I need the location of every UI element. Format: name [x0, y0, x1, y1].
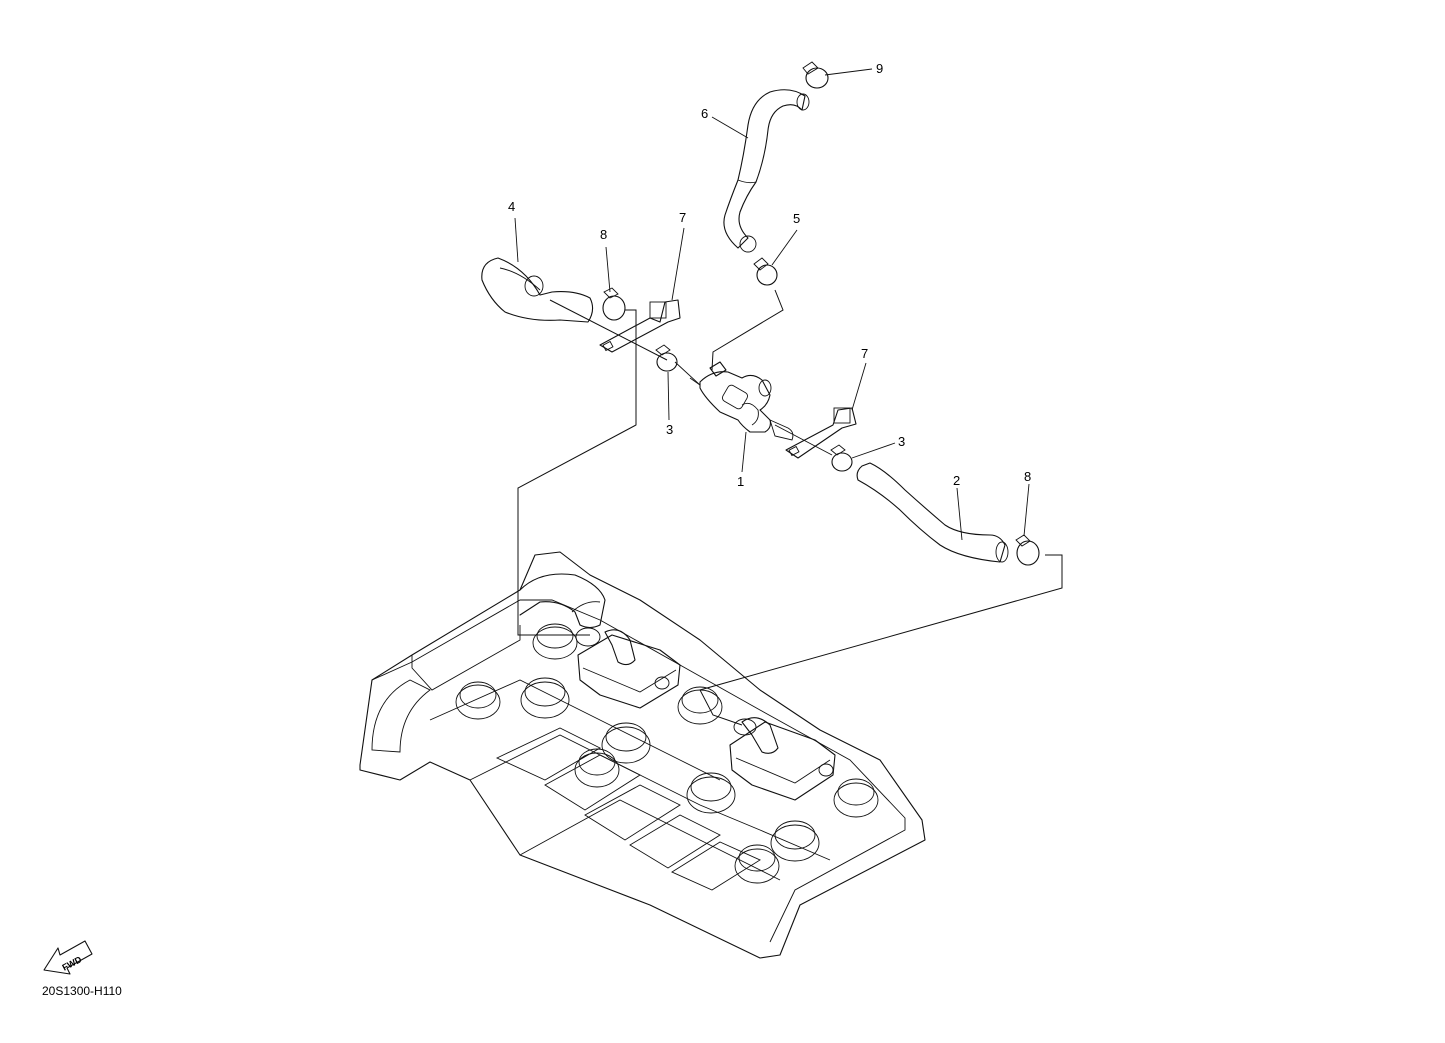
hose-6 — [723, 89, 810, 253]
callout-3-right: 3 — [898, 434, 905, 449]
fwd-arrow-icon: FWD — [43, 940, 93, 975]
hose-2 — [856, 462, 1009, 563]
callout-4: 4 — [508, 199, 515, 214]
callout-6: 6 — [701, 106, 708, 121]
connection-lines — [517, 289, 1063, 726]
valve-pipe-left — [674, 361, 701, 386]
cylinder-head-cover — [359, 551, 926, 959]
callout-7-left: 7 — [679, 210, 686, 225]
clamp-8-right — [1015, 534, 1040, 566]
drawing-code: 20S1300-H110 — [42, 984, 122, 998]
clamp-3-right — [830, 444, 853, 472]
callout-2: 2 — [953, 473, 960, 488]
clamp-3-left — [655, 344, 678, 372]
clamp-5 — [753, 257, 778, 286]
bracket-7-left — [599, 299, 681, 353]
callout-1: 1 — [737, 474, 744, 489]
bracket-7-right — [785, 407, 857, 459]
fwd-label: FWD — [60, 954, 83, 973]
leader-lines — [514, 68, 1030, 541]
valve-pipe-right — [774, 424, 833, 456]
callout-9: 9 — [876, 61, 883, 76]
air-cut-off-valve-1 — [689, 361, 794, 441]
clamp-9 — [802, 61, 829, 89]
callout-8-right: 8 — [1024, 469, 1031, 484]
callout-5: 5 — [793, 211, 800, 226]
hose-4 — [481, 257, 594, 323]
callout-3-left: 3 — [666, 422, 673, 437]
callout-7-right: 7 — [861, 346, 868, 361]
callout-8-left: 8 — [600, 227, 607, 242]
clamp-8-left — [602, 287, 626, 321]
